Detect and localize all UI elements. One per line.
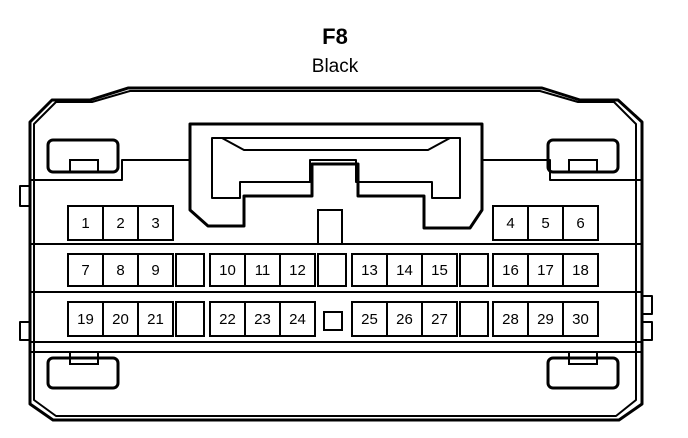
pin-number: 30	[572, 311, 589, 328]
pin-number: 26	[396, 311, 413, 328]
pin-number: 25	[361, 311, 378, 328]
pin-number: 8	[116, 262, 124, 279]
connector-color: Black	[312, 56, 359, 77]
pin-number: 24	[289, 311, 306, 328]
pin-number: 13	[361, 262, 378, 279]
pin-number: 18	[572, 262, 589, 279]
latch-bottom-left	[46, 351, 120, 390]
pin-number: 14	[396, 262, 413, 279]
pin-number: 22	[219, 311, 236, 328]
pin-cell	[279, 253, 316, 287]
empty-cavity	[459, 253, 489, 287]
pin-cell	[279, 301, 316, 337]
pin-cell	[209, 253, 246, 287]
pin-cell	[492, 301, 529, 337]
pin-cell	[386, 253, 423, 287]
pin-cell	[527, 301, 564, 337]
pin-cell	[351, 253, 388, 287]
pin-number: 12	[289, 262, 306, 279]
latch-top-right	[546, 138, 620, 174]
pin-number: 19	[77, 311, 94, 328]
latch-bottom-right	[546, 351, 620, 390]
pin-number: 1	[81, 215, 89, 232]
pin-number: 10	[219, 262, 236, 279]
pin-number: 20	[112, 311, 129, 328]
empty-cavity	[175, 301, 205, 337]
pin-number: 9	[151, 262, 159, 279]
empty-cavity	[459, 301, 489, 337]
pin-number: 27	[431, 311, 448, 328]
pin-number: 3	[151, 215, 159, 232]
empty-cavity	[175, 253, 205, 287]
pin-cell	[386, 301, 423, 337]
pin-cell	[244, 301, 281, 337]
cavity-block	[30, 209, 642, 353]
pin-number: 29	[537, 311, 554, 328]
latch-top-left	[46, 138, 120, 174]
empty-cavity	[317, 253, 347, 287]
pin-cell	[562, 301, 599, 337]
pin-cell	[244, 253, 281, 287]
pin-cell	[421, 301, 458, 337]
pin-number: 17	[537, 262, 554, 279]
pin-number: 16	[502, 262, 519, 279]
pin-number: 4	[506, 215, 514, 232]
pin-cell	[67, 205, 104, 241]
pin-cell	[137, 253, 174, 287]
pin-number: 6	[576, 215, 584, 232]
pin-number: 11	[255, 262, 271, 279]
pin-cell	[137, 205, 174, 241]
small-cavity	[323, 311, 343, 331]
pin-cell	[67, 253, 104, 287]
pin-number: 15	[431, 262, 448, 279]
empty-cavities	[175, 253, 489, 337]
pin-cell	[562, 205, 599, 241]
pin-number: 21	[147, 311, 164, 328]
pin-number: 7	[81, 262, 89, 279]
pin-cell	[562, 253, 599, 287]
connector-name: F8	[322, 24, 348, 49]
connector-housing	[19, 86, 653, 422]
pin-cell	[102, 205, 139, 241]
pin-cell	[421, 253, 458, 287]
pin-number: 23	[254, 311, 271, 328]
pin-number: 2	[116, 215, 124, 232]
pin-number: 5	[541, 215, 549, 232]
center-lock	[188, 122, 484, 230]
pin-cell	[102, 253, 139, 287]
pin-cell	[137, 301, 174, 337]
pin-cell	[492, 205, 529, 241]
pin-number: 28	[502, 311, 519, 328]
